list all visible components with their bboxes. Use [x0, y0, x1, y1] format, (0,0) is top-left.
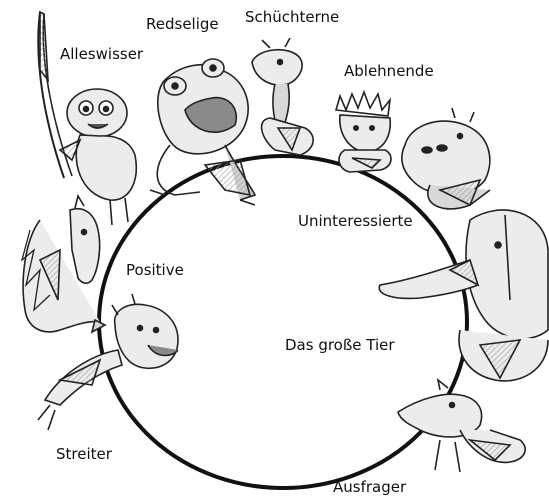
label-das-grosse-tier: Das große Tier — [285, 338, 395, 353]
label-ausfrager: Ausfrager — [333, 480, 406, 495]
shy-bird-icon — [252, 38, 313, 155]
label-ablehnende: Ablehnende — [344, 64, 434, 79]
horse-icon — [22, 196, 105, 332]
hippo-icon — [402, 108, 490, 209]
anteater-icon — [398, 380, 525, 472]
label-alleswisser: Alleswisser — [60, 47, 143, 62]
frog-icon — [150, 59, 255, 205]
label-redselige: Redselige — [146, 17, 219, 32]
owl-monkey-icon — [38, 12, 136, 225]
label-positive: Positive — [126, 263, 184, 278]
hedgehog-icon — [336, 92, 391, 172]
label-streiter: Streiter — [56, 447, 112, 462]
label-schuechterne: Schüchterne — [245, 10, 339, 25]
label-uninteressierte: Uninteressierte — [298, 214, 413, 229]
